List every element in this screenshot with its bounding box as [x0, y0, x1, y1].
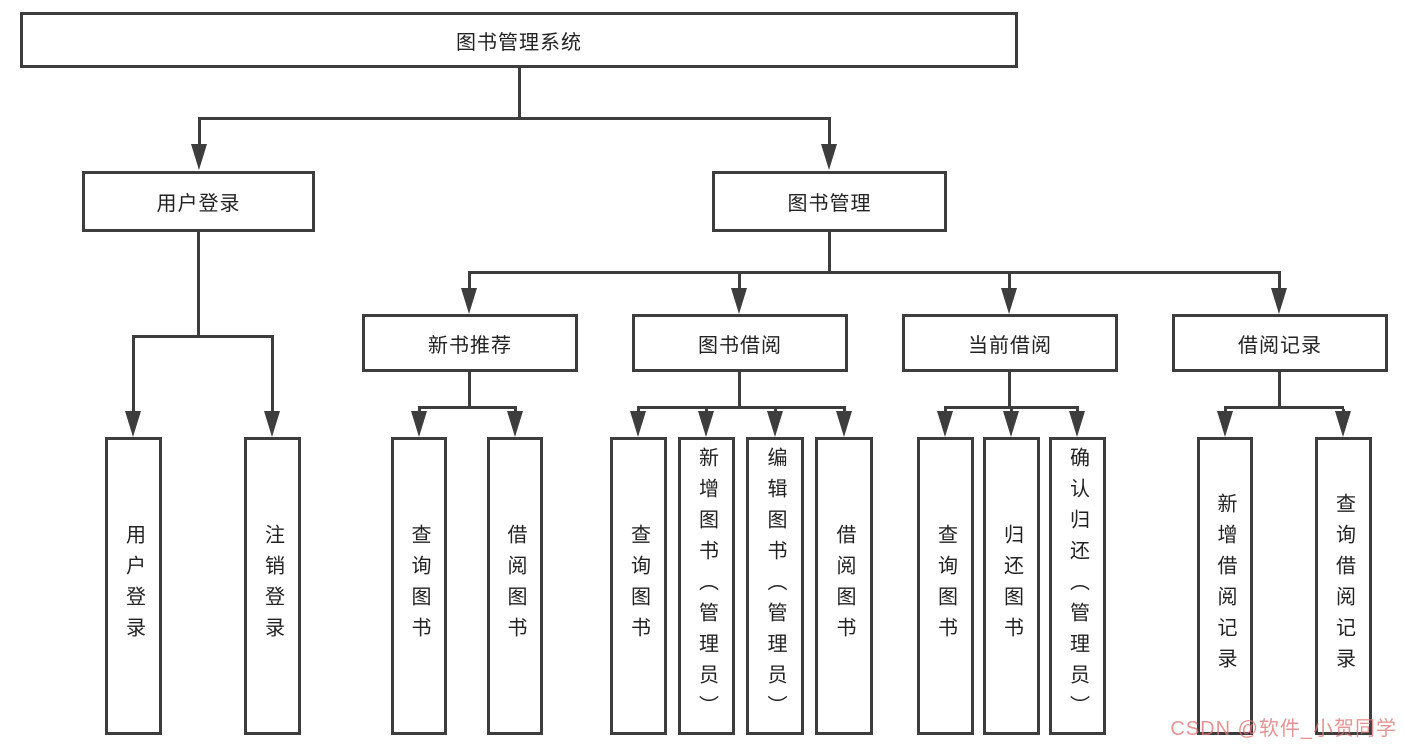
connector-line [1008, 372, 1011, 408]
connector-line [944, 406, 1079, 409]
connector-line [738, 274, 741, 290]
connector-line [738, 372, 741, 408]
leaf-query-books-borrowing: 查询图书 [610, 437, 667, 735]
connector-line [132, 338, 135, 413]
leaf-return-books: 归还图书 [983, 437, 1040, 735]
leaf-label: 查询图书 [627, 524, 650, 648]
node-label: 当前借阅 [968, 334, 1052, 357]
arrow-down-icon [836, 411, 852, 437]
arrow-down-icon [1217, 411, 1233, 437]
arrow-down-icon [1335, 411, 1351, 437]
leaf-add-borrow-record: 新增借阅记录 [1197, 437, 1253, 735]
arrow-down-icon [821, 144, 837, 170]
node-library-management-system: 图书管理系统 [20, 12, 1018, 68]
connector-line [828, 120, 831, 147]
connector-line [197, 231, 200, 335]
node-current-borrowing: 当前借阅 [902, 314, 1118, 372]
connector-line [132, 335, 274, 338]
leaf-label: 借阅图书 [833, 524, 855, 648]
node-label: 新书推荐 [428, 334, 512, 357]
node-borrowing-records: 借阅记录 [1172, 314, 1388, 372]
node-label: 图书借阅 [698, 334, 782, 357]
node-label: 借阅记录 [1238, 334, 1322, 357]
node-label: 图书管理 [787, 193, 872, 215]
leaf-borrow-books-recommend: 借阅图书 [487, 437, 543, 735]
leaf-query-borrow-record: 查询借阅记录 [1315, 437, 1372, 735]
leaf-label: 借阅图书 [504, 524, 526, 648]
leaf-label: 新增图书（管理员） [695, 446, 718, 726]
leaf-label: 新增借阅记录 [1214, 493, 1236, 679]
leaf-label: 查询借阅记录 [1332, 493, 1355, 679]
arrow-down-icon [767, 411, 783, 437]
leaf-confirm-return-admin: 确认归还（管理员） [1049, 437, 1106, 735]
leaf-label: 编辑图书（管理员） [764, 446, 786, 726]
connector-line [468, 274, 471, 290]
leaf-query-books-current: 查询图书 [917, 437, 974, 735]
arrow-down-icon [630, 411, 646, 437]
arrow-down-icon [937, 411, 953, 437]
arrow-down-icon [191, 144, 207, 170]
connector-line [1008, 274, 1011, 290]
arrow-down-icon [731, 288, 747, 314]
leaf-add-books-admin: 新增图书（管理员） [678, 437, 735, 735]
node-book-borrowing: 图书借阅 [632, 314, 848, 372]
leaf-edit-books-admin: 编辑图书（管理员） [746, 437, 804, 735]
node-new-book-recommendation: 新书推荐 [362, 314, 578, 372]
arrow-down-icon [507, 411, 523, 437]
arrow-down-icon [1271, 288, 1287, 314]
leaf-label: 用户登录 [122, 524, 145, 648]
connector-line [637, 406, 846, 409]
leaf-borrow-books-borrowing: 借阅图书 [815, 437, 873, 735]
arrow-down-icon [1003, 411, 1019, 437]
leaf-logout: 注销登录 [244, 437, 301, 735]
arrow-down-icon [698, 411, 714, 437]
connector-line [198, 120, 201, 147]
leaf-label: 确认归还（管理员） [1066, 446, 1089, 726]
leaf-query-books-recommend: 查询图书 [391, 437, 447, 735]
connector-line [1278, 274, 1281, 290]
leaf-label: 归还图书 [1000, 524, 1023, 648]
connector-line [468, 372, 471, 408]
connector-line [468, 271, 1281, 274]
leaf-label: 查询图书 [408, 524, 430, 648]
connector-line [828, 231, 831, 273]
arrow-down-icon [125, 411, 141, 437]
leaf-user-login: 用户登录 [105, 437, 162, 735]
connector-line [1224, 406, 1344, 409]
csdn-watermark: CSDN @软件_小贺同学 [1170, 718, 1397, 740]
leaf-label: 查询图书 [934, 524, 957, 648]
arrow-down-icon [411, 411, 427, 437]
arrow-down-icon [461, 288, 477, 314]
node-book-management-module: 图书管理 [712, 171, 947, 232]
arrow-down-icon [1069, 411, 1085, 437]
connector-line [1278, 372, 1281, 408]
connector-line [271, 338, 274, 413]
connector-line [418, 406, 517, 409]
leaf-label: 注销登录 [261, 524, 284, 648]
connector-line [198, 117, 831, 120]
node-label: 图书管理系统 [456, 31, 582, 54]
node-label: 用户登录 [156, 193, 241, 215]
connector-line [518, 66, 521, 118]
node-user-login-module: 用户登录 [82, 171, 315, 232]
arrow-down-icon [264, 411, 280, 437]
arrow-down-icon [1001, 288, 1017, 314]
